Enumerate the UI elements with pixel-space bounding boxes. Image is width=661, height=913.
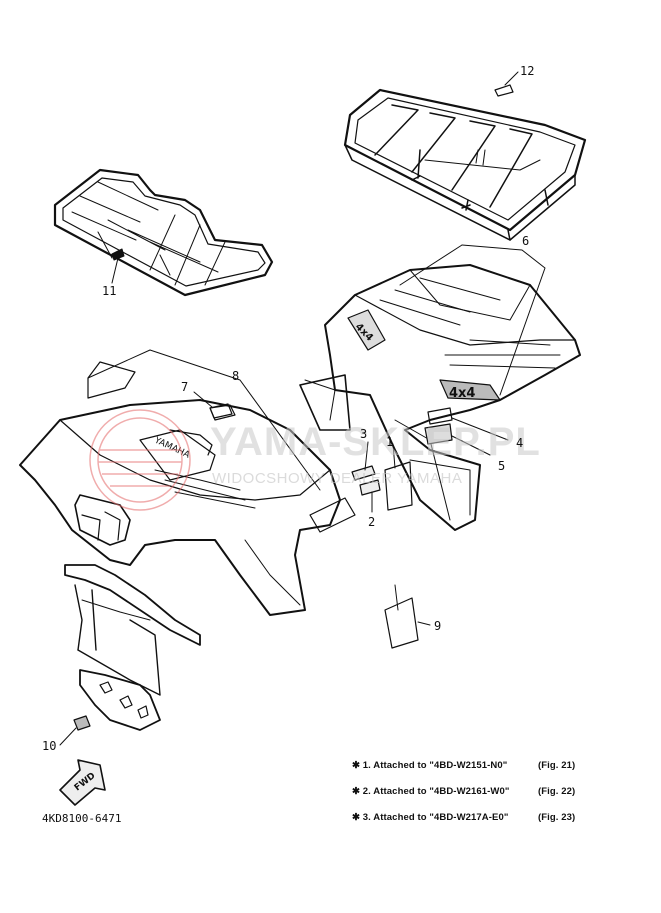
watermark-subtext: WIDOCSHOWY DEALER YAMAHA [212, 470, 463, 487]
callout-5: 5 [498, 459, 506, 473]
part-4-label [427, 407, 453, 425]
rear-4x4-badge-left: 4x4 [347, 309, 386, 351]
callout-6: 6 [522, 234, 530, 248]
leader-8 [149, 349, 321, 491]
callout-3: 3 [360, 427, 368, 441]
note-3-fig: (Fig. 23) [538, 812, 576, 823]
callout-8: 8 [232, 369, 240, 383]
part-11-sticker [111, 248, 125, 261]
front-skid-plate [79, 669, 161, 731]
front-bumper [64, 564, 201, 696]
fwd-arrow: FWD [59, 759, 106, 806]
callout-2: 2 [368, 515, 376, 529]
part-5-label [424, 423, 453, 445]
front-carrier [53, 168, 274, 297]
part-8-decal [309, 497, 356, 533]
note-3-text: ✱ 3. Attached to "4BD-W217A-E0" [352, 812, 509, 823]
part-2-label [359, 479, 381, 496]
rear-fender [299, 264, 581, 531]
part-8-sheet [87, 361, 136, 399]
callout-4: 4 [516, 436, 524, 450]
leader-6 [461, 244, 546, 396]
note-3: ✱ 3. Attached to "4BD-W217A-E0" (Fig. 23… [352, 812, 575, 823]
note-1-text: ✱ 1. Attached to "4BD-W2151-N0" [352, 760, 508, 771]
watermark-logo [89, 409, 191, 511]
rear-carrier [343, 88, 587, 241]
note-1-fig: (Fig. 21) [538, 760, 576, 771]
callout-7: 7 [181, 380, 189, 394]
note-2: ✱ 2. Attached to "4BD-W2161-W0" (Fig. 22… [352, 786, 575, 797]
part-1-label [384, 461, 413, 511]
callout-11: 11 [102, 284, 117, 298]
part-12-sticker [494, 84, 514, 97]
part-7-label [209, 403, 233, 419]
note-2-text: ✱ 2. Attached to "4BD-W2161-W0" [352, 786, 510, 797]
watermark-text: YAMA-SKLEP.PL [210, 420, 541, 464]
part-9-tag [384, 597, 419, 649]
note-2-fig: (Fig. 22) [538, 786, 576, 797]
callout-12: 12 [520, 64, 535, 78]
rear-4x4-badge-right: 4x4 [439, 379, 501, 401]
svg-text:4x4: 4x4 [449, 386, 475, 401]
callout-1: 1 [386, 435, 394, 449]
callout-10: 10 [42, 739, 57, 753]
part-10-sticker [73, 715, 91, 731]
note-1: ✱ 1. Attached to "4BD-W2151-N0" (Fig. 21… [352, 760, 575, 771]
callout-9: 9 [434, 619, 442, 633]
diagram-part-code: 4KD8100-6471 [42, 812, 122, 825]
leader-10 [59, 727, 77, 746]
